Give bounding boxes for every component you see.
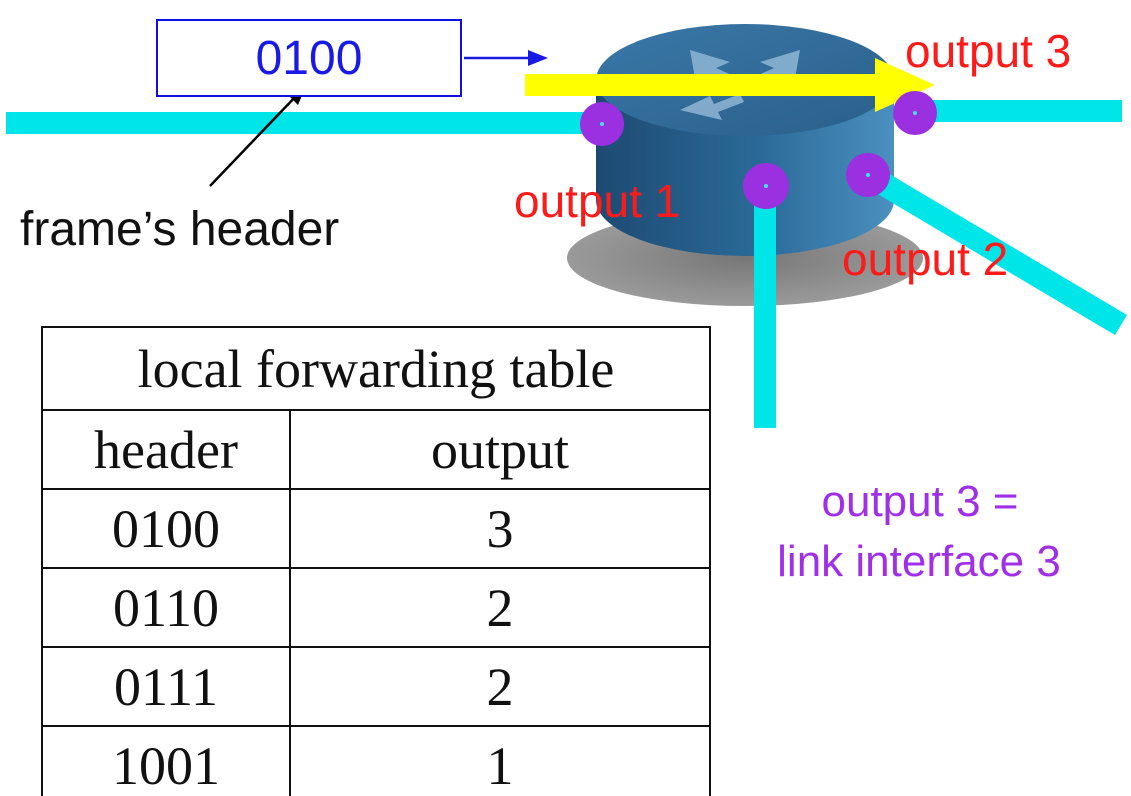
header-pointer-arrowhead: [528, 50, 548, 66]
port-input: [580, 102, 624, 146]
incoming-link: [6, 112, 606, 134]
table-row: 0100 3: [41, 488, 711, 569]
row-output-cell: 3: [289, 488, 711, 569]
table-row: 0110 2: [41, 567, 711, 648]
row-header-cell: 1001: [41, 725, 291, 796]
link-output-2: [864, 166, 1127, 335]
frame-header-caption: frame’s header: [20, 203, 340, 256]
row-header-cell: 0111: [41, 646, 291, 727]
row-header-cell: 0110: [41, 567, 291, 648]
table-row: 0111 2: [41, 646, 711, 727]
interface-note-line-2: link interface 3: [777, 537, 1061, 586]
table-title: local forwarding table: [41, 326, 711, 411]
table-row: 1001 1: [41, 725, 711, 796]
frame-header-box: 0100: [156, 19, 462, 97]
port-output-3: [893, 91, 937, 135]
table-header-row: header output: [41, 409, 711, 490]
row-output-cell: 2: [289, 646, 711, 727]
label-output-3: output 3: [905, 25, 1072, 77]
interface-note-line-1: output 3 =: [821, 477, 1019, 526]
link-output-1: [754, 186, 776, 428]
port-output-2: [846, 153, 890, 197]
row-output-cell: 2: [289, 567, 711, 648]
label-output-1: output 1: [514, 175, 681, 227]
column-header-header: header: [41, 409, 291, 490]
link-output-3: [914, 100, 1122, 122]
row-output-cell: 1: [289, 725, 711, 796]
column-header-output: output: [289, 409, 711, 490]
caption-pointer-line: [209, 93, 299, 187]
table-title-row: local forwarding table: [41, 326, 711, 411]
forwarding-path-arrow: [525, 58, 935, 112]
port-output-1: [743, 163, 789, 209]
row-header-cell: 0100: [41, 488, 291, 569]
label-output-2: output 2: [842, 233, 1009, 285]
frame-header-value: 0100: [255, 31, 363, 85]
forwarding-table: local forwarding table header output 010…: [41, 326, 711, 796]
